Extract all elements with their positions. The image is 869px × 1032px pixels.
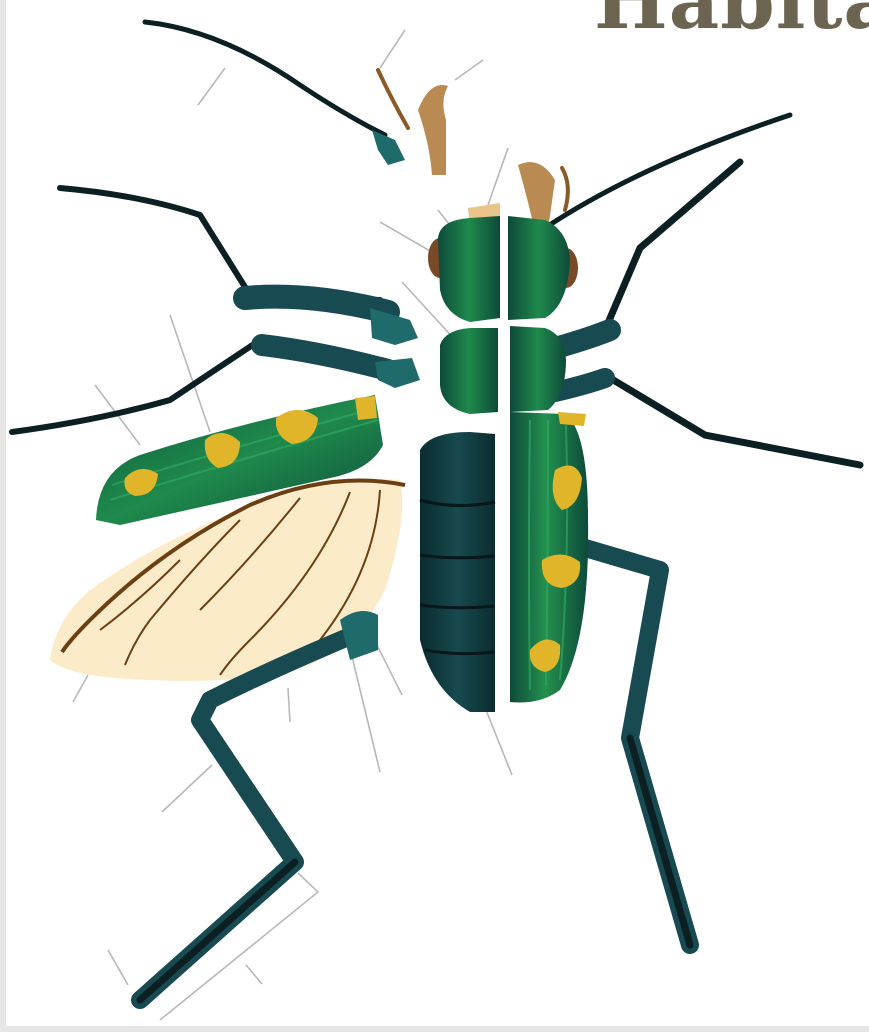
hind-leg-coxa — [340, 611, 378, 660]
leader-line-eye — [380, 222, 437, 255]
pronotum-left — [440, 328, 498, 414]
leader-line-claw — [108, 950, 128, 985]
bracket-tarsus — [160, 873, 318, 1020]
right-palp — [562, 168, 568, 210]
leader-line-antenna — [198, 68, 225, 105]
right-antenna — [545, 115, 790, 228]
right-legs — [548, 162, 860, 945]
leader-line-tibia — [162, 765, 212, 812]
left-antenna — [145, 22, 385, 135]
abdomen — [420, 432, 495, 712]
head-right-half — [508, 216, 570, 320]
leader-line-labrum — [488, 148, 508, 205]
leader-line-trochanter — [348, 640, 380, 772]
middle-leg-femur — [262, 345, 388, 370]
leader-line-femur — [288, 688, 290, 722]
left-mandible — [418, 85, 448, 175]
front-leg-tarsus — [60, 188, 380, 300]
antenna-base — [372, 130, 405, 165]
leader-line-tarsus — [246, 965, 262, 984]
leader-line-elytron-spot — [170, 315, 210, 432]
front-leg-femur — [245, 297, 388, 312]
head-left-half — [438, 216, 500, 322]
leader-line-mandible-left — [380, 30, 405, 68]
middle-leg-coxa — [375, 358, 420, 388]
hind-leg-tarsus — [140, 862, 295, 1000]
leader-line-hindwing — [73, 675, 88, 702]
left-palp — [378, 70, 408, 128]
leader-line-mandible-right — [455, 60, 483, 80]
